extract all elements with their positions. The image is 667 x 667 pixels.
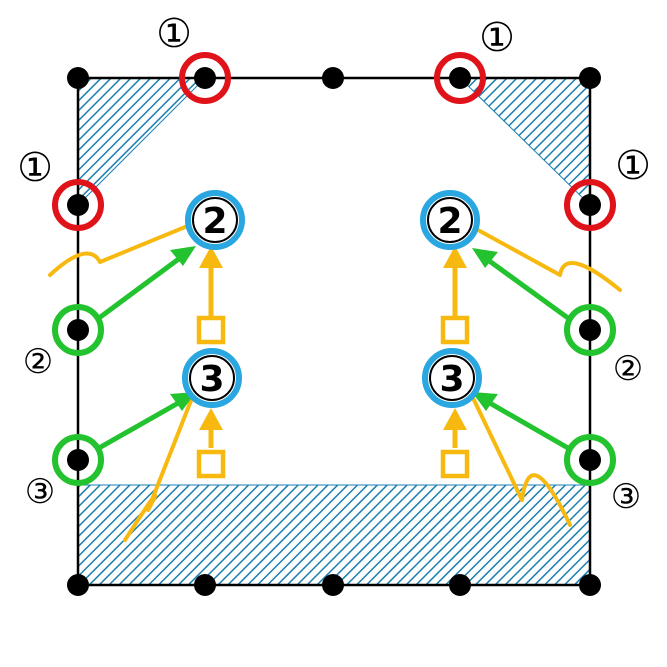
- zigzag-right-lower: [471, 396, 572, 527]
- yellow-arrowhead-upper-right: [443, 246, 467, 268]
- zigzags: [48, 223, 622, 542]
- red-ring-top-left: [179, 52, 231, 104]
- blue-ring-inner: [429, 355, 475, 401]
- zigzag-left-lower: [123, 396, 194, 542]
- hatch-top-right: [458, 77, 591, 207]
- label-one-right: ①: [615, 143, 651, 189]
- vertex-dot: [67, 194, 89, 216]
- label-one-top-right: ①: [479, 15, 515, 61]
- vertex-dot: [194, 67, 216, 89]
- green-arrow-left-upper: [97, 255, 182, 321]
- blue-ring-inner: [189, 355, 235, 401]
- red-rings: [52, 52, 616, 231]
- source-square-upper-right: [440, 315, 470, 345]
- zigzag-left-upper: [48, 223, 192, 277]
- source-square-lower-right: [440, 449, 470, 479]
- hatched-regions: [77, 77, 591, 586]
- green-ring-left-upper: [52, 304, 104, 356]
- bubble-label-upper-left: 2: [202, 201, 227, 242]
- green-rings: [52, 304, 616, 486]
- blue-ring-upper-left: [185, 190, 245, 250]
- red-ring-top-right: [434, 52, 486, 104]
- label-one-top-left: ①: [156, 11, 192, 57]
- vertex-dot: [194, 574, 216, 596]
- red-ring-left: [52, 179, 104, 231]
- hatch-top-left: [77, 77, 207, 207]
- green-arrowhead-right-lower: [472, 392, 498, 411]
- source-square-lower-left: [196, 449, 226, 479]
- vertex-dot: [579, 574, 601, 596]
- blue-ring-lower-left: [182, 348, 242, 408]
- green-arrowhead-left-upper: [170, 246, 196, 266]
- vertex-dot: [579, 449, 601, 471]
- green-arrow-right-lower: [486, 399, 570, 451]
- vertex-dot: [449, 574, 471, 596]
- green-ring-right-upper: [564, 304, 616, 356]
- vertex-dot: [67, 574, 89, 596]
- label-three-left: ③: [25, 472, 55, 512]
- label-two-left: ②: [23, 342, 53, 382]
- label-three-right: ③: [611, 477, 641, 517]
- bubble-label-lower-left: 3: [199, 359, 224, 400]
- vertex-dot: [579, 194, 601, 216]
- vertex-dot: [67, 67, 89, 89]
- green-arrows: [97, 246, 570, 451]
- blue-ring-lower-right: [422, 348, 482, 408]
- green-arrow-right-upper: [486, 257, 570, 321]
- zigzag-right-upper: [476, 228, 622, 292]
- source-square-upper-left: [196, 315, 226, 345]
- blue-ring-upper-right: [420, 190, 480, 250]
- yellow-arrowhead-lower-right: [443, 408, 467, 430]
- label-two-right: ②: [613, 349, 643, 389]
- vertex-dot: [579, 319, 601, 341]
- green-ring-left-lower: [52, 434, 104, 486]
- vertex-dot: [67, 319, 89, 341]
- yellow-arrowhead-upper-left: [199, 246, 223, 268]
- vertex-dot: [322, 67, 344, 89]
- bubble-label-lower-right: 3: [439, 359, 464, 400]
- hatch-bottom-band: [77, 484, 591, 586]
- green-arrowhead-right-upper: [472, 248, 498, 268]
- vertex-dot: [579, 67, 601, 89]
- vertex-dot: [449, 67, 471, 89]
- yellow-arrows: [196, 246, 470, 479]
- yellow-arrowhead-lower-left: [199, 408, 223, 430]
- circled-labels: ① ① ① ① ② ② ③ ③: [17, 11, 651, 517]
- green-ring-right-lower: [564, 434, 616, 486]
- vertex-dot: [322, 574, 344, 596]
- bubble-label-upper-right: 2: [437, 201, 462, 242]
- red-ring-right: [564, 179, 616, 231]
- vertices: [67, 67, 601, 596]
- vertex-dot: [67, 449, 89, 471]
- blue-ring-inner: [427, 197, 473, 243]
- green-arrow-left-lower: [97, 399, 182, 451]
- blue-bubbles: 2 3 2 3: [182, 190, 482, 408]
- label-one-left: ①: [17, 145, 53, 191]
- blue-ring-inner: [192, 197, 238, 243]
